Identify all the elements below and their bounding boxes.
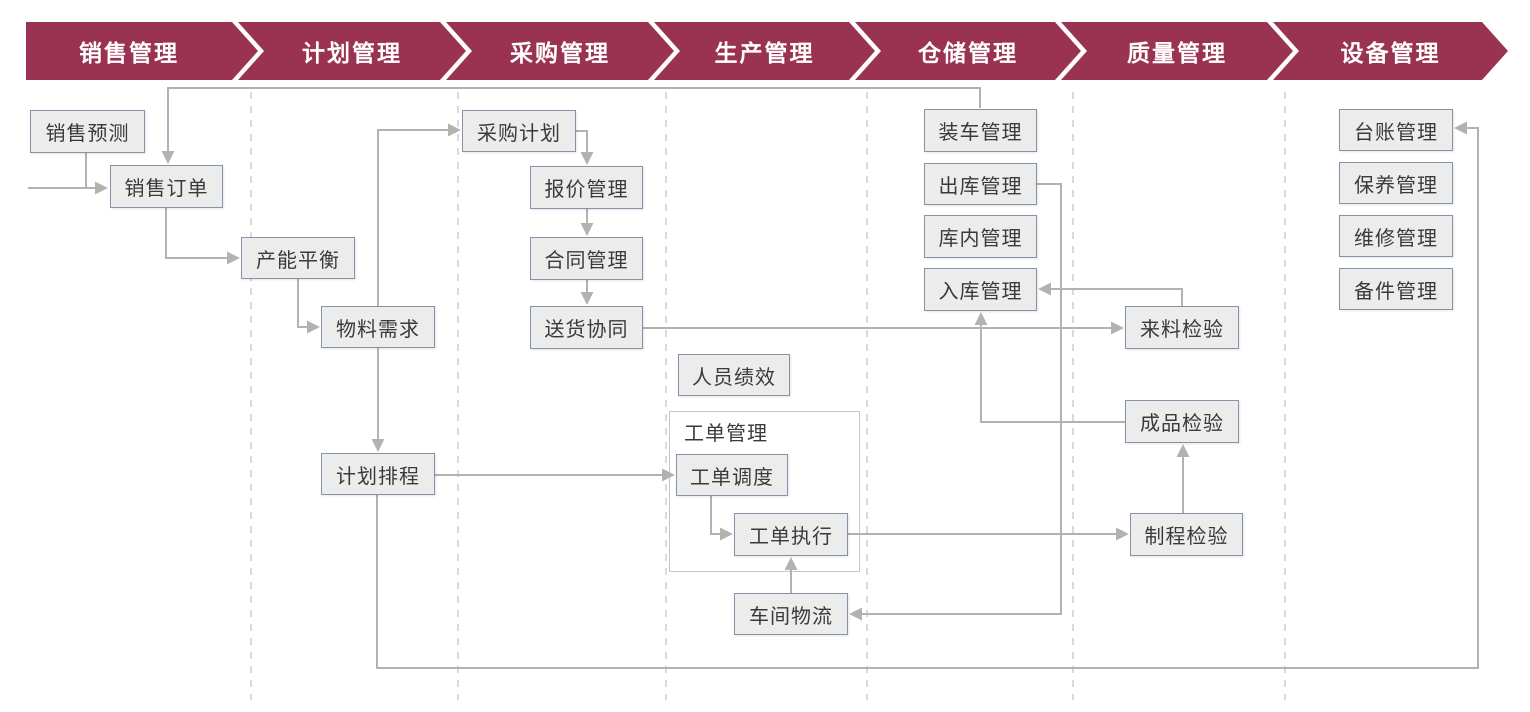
node-personnel-performance: 人员绩效 (678, 354, 790, 396)
node-capacity-balance: 产能平衡 (241, 237, 355, 279)
node-work-order-execution: 工单执行 (734, 513, 848, 556)
node-ledger-mgmt: 台账管理 (1339, 109, 1453, 151)
node-in-warehouse-mgmt: 库内管理 (924, 215, 1037, 258)
node-plan-scheduling: 计划排程 (321, 453, 435, 495)
node-inbound-mgmt: 入库管理 (924, 268, 1037, 311)
node-quotation-mgmt: 报价管理 (530, 166, 643, 209)
node-material-requirements: 物料需求 (321, 306, 435, 348)
node-sales-forecast: 销售预测 (30, 110, 145, 153)
connector-lines (28, 87, 1479, 669)
node-incoming-inspection: 来料检验 (1125, 306, 1239, 349)
node-work-order-dispatch: 工单调度 (676, 454, 788, 496)
node-spare-parts-mgmt: 备件管理 (1339, 268, 1453, 310)
node-workshop-logistics: 车间物流 (734, 593, 848, 635)
work-order-group-label: 工单管理 (684, 423, 768, 445)
header-chevron-band (26, 22, 1508, 80)
node-loading-mgmt: 装车管理 (924, 109, 1037, 152)
node-in-process-inspection: 制程检验 (1130, 513, 1243, 556)
node-sales-order: 销售订单 (110, 165, 223, 208)
node-repair-mgmt: 维修管理 (1339, 215, 1453, 257)
node-contract-mgmt: 合同管理 (530, 237, 643, 280)
node-finished-goods-inspection: 成品检验 (1125, 400, 1239, 443)
node-outbound-mgmt: 出库管理 (924, 163, 1037, 205)
node-purchase-plan: 采购计划 (462, 110, 576, 152)
node-delivery-collaboration: 送货协同 (530, 306, 643, 349)
column-dividers (250, 92, 1286, 700)
node-maintenance-mgmt: 保养管理 (1339, 162, 1453, 204)
